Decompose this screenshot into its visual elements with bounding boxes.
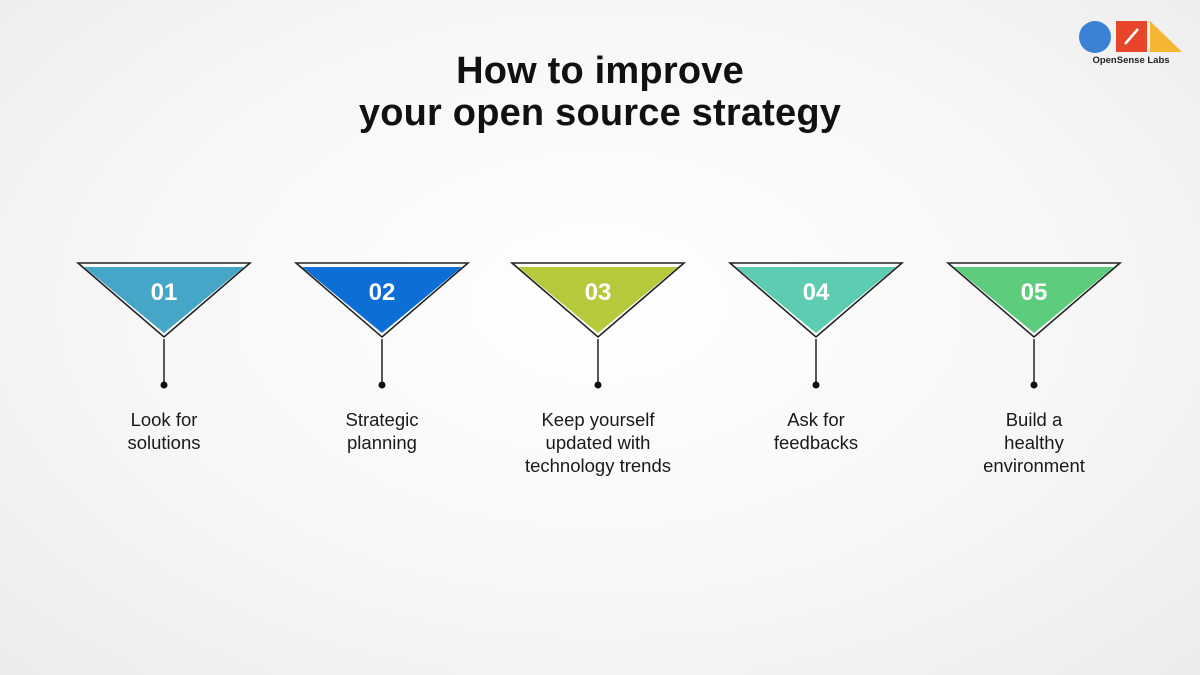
step-3-triangle — [518, 267, 678, 333]
title-line-1: How to improve — [456, 50, 744, 92]
step-2-triangle — [302, 267, 462, 333]
logo-slash-icon — [1124, 28, 1139, 45]
step-5-triangle — [954, 267, 1114, 333]
title-line-2: your open source strategy — [358, 92, 842, 134]
step-3-number: 03 — [584, 279, 612, 306]
step-1-number: 01 — [150, 279, 178, 306]
logo-triangle-icon — [1150, 21, 1182, 52]
step-1-triangle — [84, 267, 244, 333]
logo-text: OpenSense Labs — [1092, 55, 1170, 66]
logo-circle-icon — [1079, 21, 1111, 53]
step-4-number: 04 — [802, 279, 830, 306]
page-title: How to improve your open source strategy — [0, 50, 1200, 134]
step-4-triangle — [736, 267, 896, 333]
opensense-labs-logo: OpenSense Labs — [1078, 20, 1184, 70]
step-2-number: 02 — [368, 279, 396, 306]
step-5-number: 05 — [1020, 279, 1048, 306]
